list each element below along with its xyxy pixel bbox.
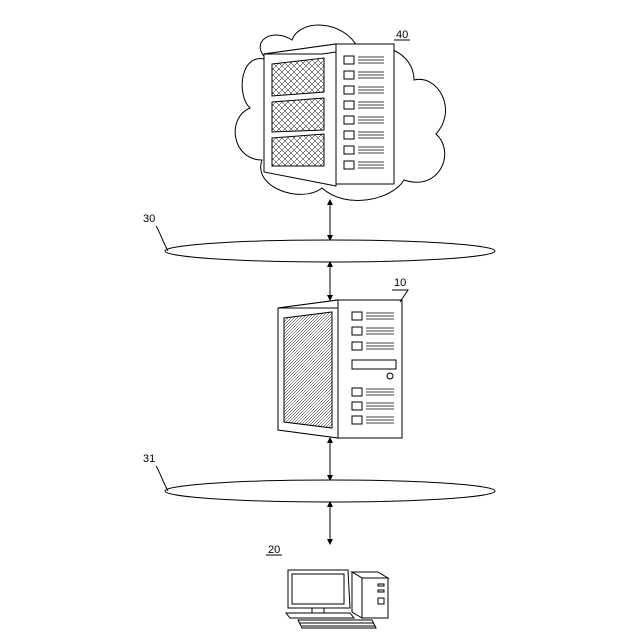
- network-lower: [165, 480, 495, 502]
- label-network-upper: 30: [143, 213, 155, 225]
- server: [278, 300, 402, 438]
- label-cloud-server: 40: [396, 29, 408, 41]
- label-network-lower: 31: [143, 453, 155, 465]
- label-server: 10: [394, 277, 406, 289]
- network-upper: [165, 240, 495, 262]
- client-terminal: [286, 570, 388, 628]
- label-client-terminal: 20: [268, 544, 280, 556]
- cloud-server: [264, 44, 394, 186]
